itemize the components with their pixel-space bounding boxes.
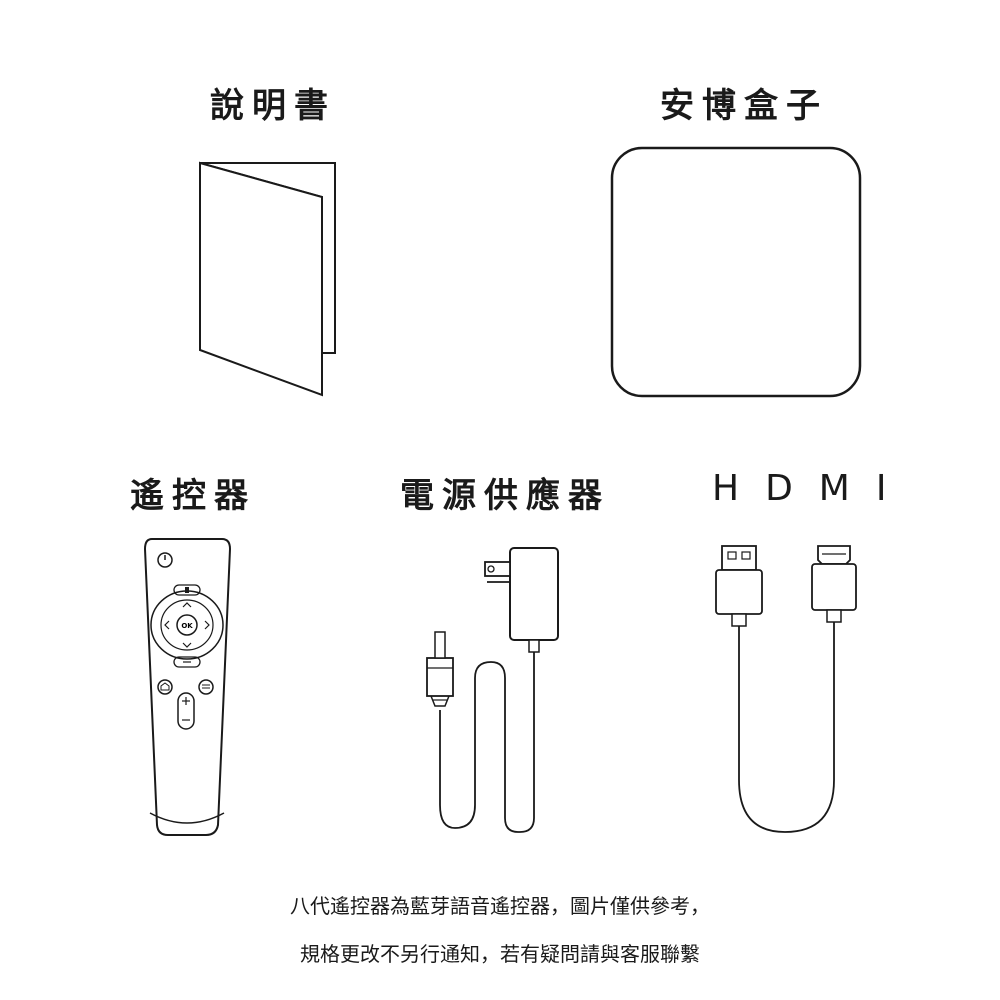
note-line-1: 八代遙控器為藍芽語音遙控器，圖片僅供參考， <box>290 894 710 918</box>
remote-illustration: OK <box>140 535 235 844</box>
manual-label: 說明書 <box>210 86 336 126</box>
remote-label: 遙控器 <box>130 476 256 516</box>
hdmi-label: HDMI <box>712 468 913 509</box>
box-label: 安博盒子 <box>660 86 828 126</box>
box-illustration <box>610 146 862 402</box>
hdmi-cable-icon <box>715 545 857 833</box>
power-adapter-icon <box>426 547 559 833</box>
ok-button-text: OK <box>181 622 193 630</box>
hdmi-illustration <box>700 540 870 844</box>
note-line-2: 規格更改不另行通知，若有疑問請與客服聯繫 <box>300 942 700 966</box>
manual-illustration <box>190 155 350 409</box>
remote-control-icon: OK <box>143 538 232 836</box>
manual-booklet-icon <box>199 161 336 397</box>
power-supply-illustration <box>405 540 575 844</box>
power-supply-label: 電源供應器 <box>400 476 610 516</box>
tv-box-icon <box>610 146 862 398</box>
